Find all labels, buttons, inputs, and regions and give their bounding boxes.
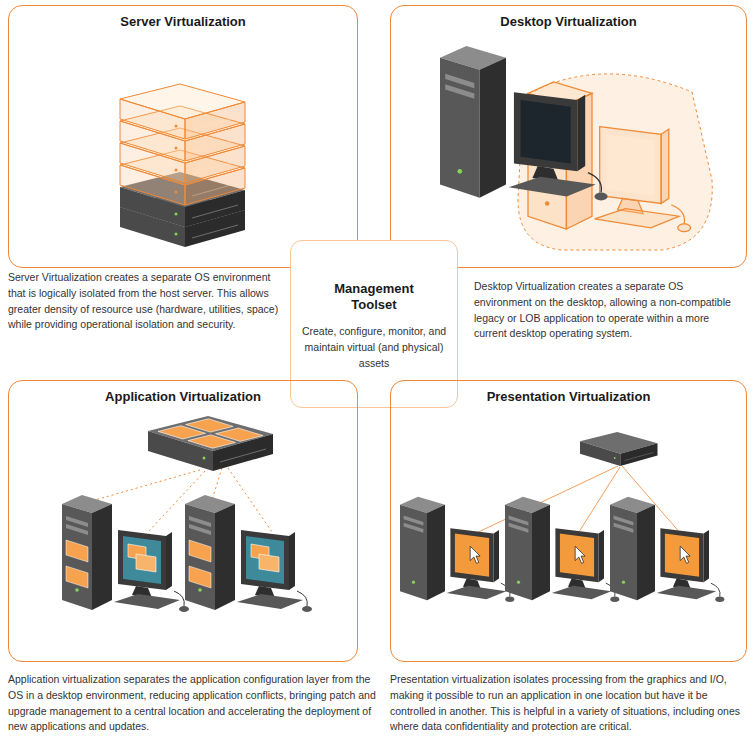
text-slot: Server Virtualization creates a separate… [8,270,290,333]
text-slot: Desktop Virtualization creates a separat… [474,279,742,342]
client-computer [610,497,724,602]
client-computer [665,534,699,577]
application-server [148,416,273,471]
client-computer [505,497,619,602]
panel-border [390,380,747,662]
panel-description: Presentation virtualization isolates pro… [390,672,746,735]
virtualization-panel: Server VirtualizationServer Virtualizati… [8,5,358,268]
client-computer [123,536,161,584]
client-computer [470,546,480,563]
client-computer [62,495,189,612]
application-server [158,419,263,448]
text-slot: Application virtualization separates the… [8,672,378,735]
client-computer [246,536,284,584]
client-computer [185,495,312,612]
desktop-illustration [440,46,712,250]
application-illustration [62,416,312,612]
application-server [148,416,273,471]
presentation-illustration [400,432,724,602]
physical-desktop [440,46,608,200]
server-stack-illustration [120,84,245,247]
panel-border [8,380,358,662]
panel-description: Application virtualization separates the… [8,672,378,735]
presentation-server [580,432,658,466]
panel-title: Application Virtualization [8,389,358,404]
client-computer [455,534,489,577]
client-computer [400,497,514,602]
client-computer [136,554,156,572]
client-computer [66,540,88,562]
virtualization-panel: Presentation VirtualizationPresentation … [390,380,747,662]
client-computer [185,495,312,612]
panel-description: Server Virtualization creates a separate… [8,270,290,333]
text-slot: Application Virtualization [8,389,358,404]
delivery-line [212,468,222,500]
toolset-box: Management ToolsetCreate, configure, mon… [290,240,458,408]
text-slot: Server Virtualization [8,14,358,29]
virtualization-panel: Application VirtualizationApplication vi… [8,380,358,662]
client-computer [610,497,724,602]
delivery-line [95,470,200,500]
client-computer [560,534,594,577]
client-computer [189,540,211,562]
text-slot: Presentation virtualization isolates pro… [390,672,746,735]
panel-description: Desktop Virtualization creates a separat… [474,279,742,342]
client-computer [259,554,279,572]
client-computer [680,546,690,563]
panel-border [390,5,747,268]
panel-title: Presentation Virtualization [390,389,747,404]
client-computer [575,546,585,563]
panel-border [8,5,358,268]
client-computer [62,495,189,612]
client-computer [505,497,619,602]
client-computer [66,566,88,588]
delivery-line [95,468,272,532]
client-computer [189,566,211,588]
application-server [216,428,264,441]
client-computer [400,497,514,602]
presentation-server [580,432,658,466]
virtual-server [120,84,245,139]
text-slot: Presentation Virtualization [390,389,747,404]
toolset-title: Management Toolset [319,281,429,313]
application-server [186,419,234,432]
panel-title: Server Virtualization [8,14,358,29]
virtualization-panel: Desktop VirtualizationDesktop Virtualiza… [390,5,747,268]
toolset-description: Create, configure, monitor, and maintain… [299,323,449,371]
panel-title: Desktop Virtualization [390,14,747,29]
text-slot: Desktop Virtualization [390,14,747,29]
